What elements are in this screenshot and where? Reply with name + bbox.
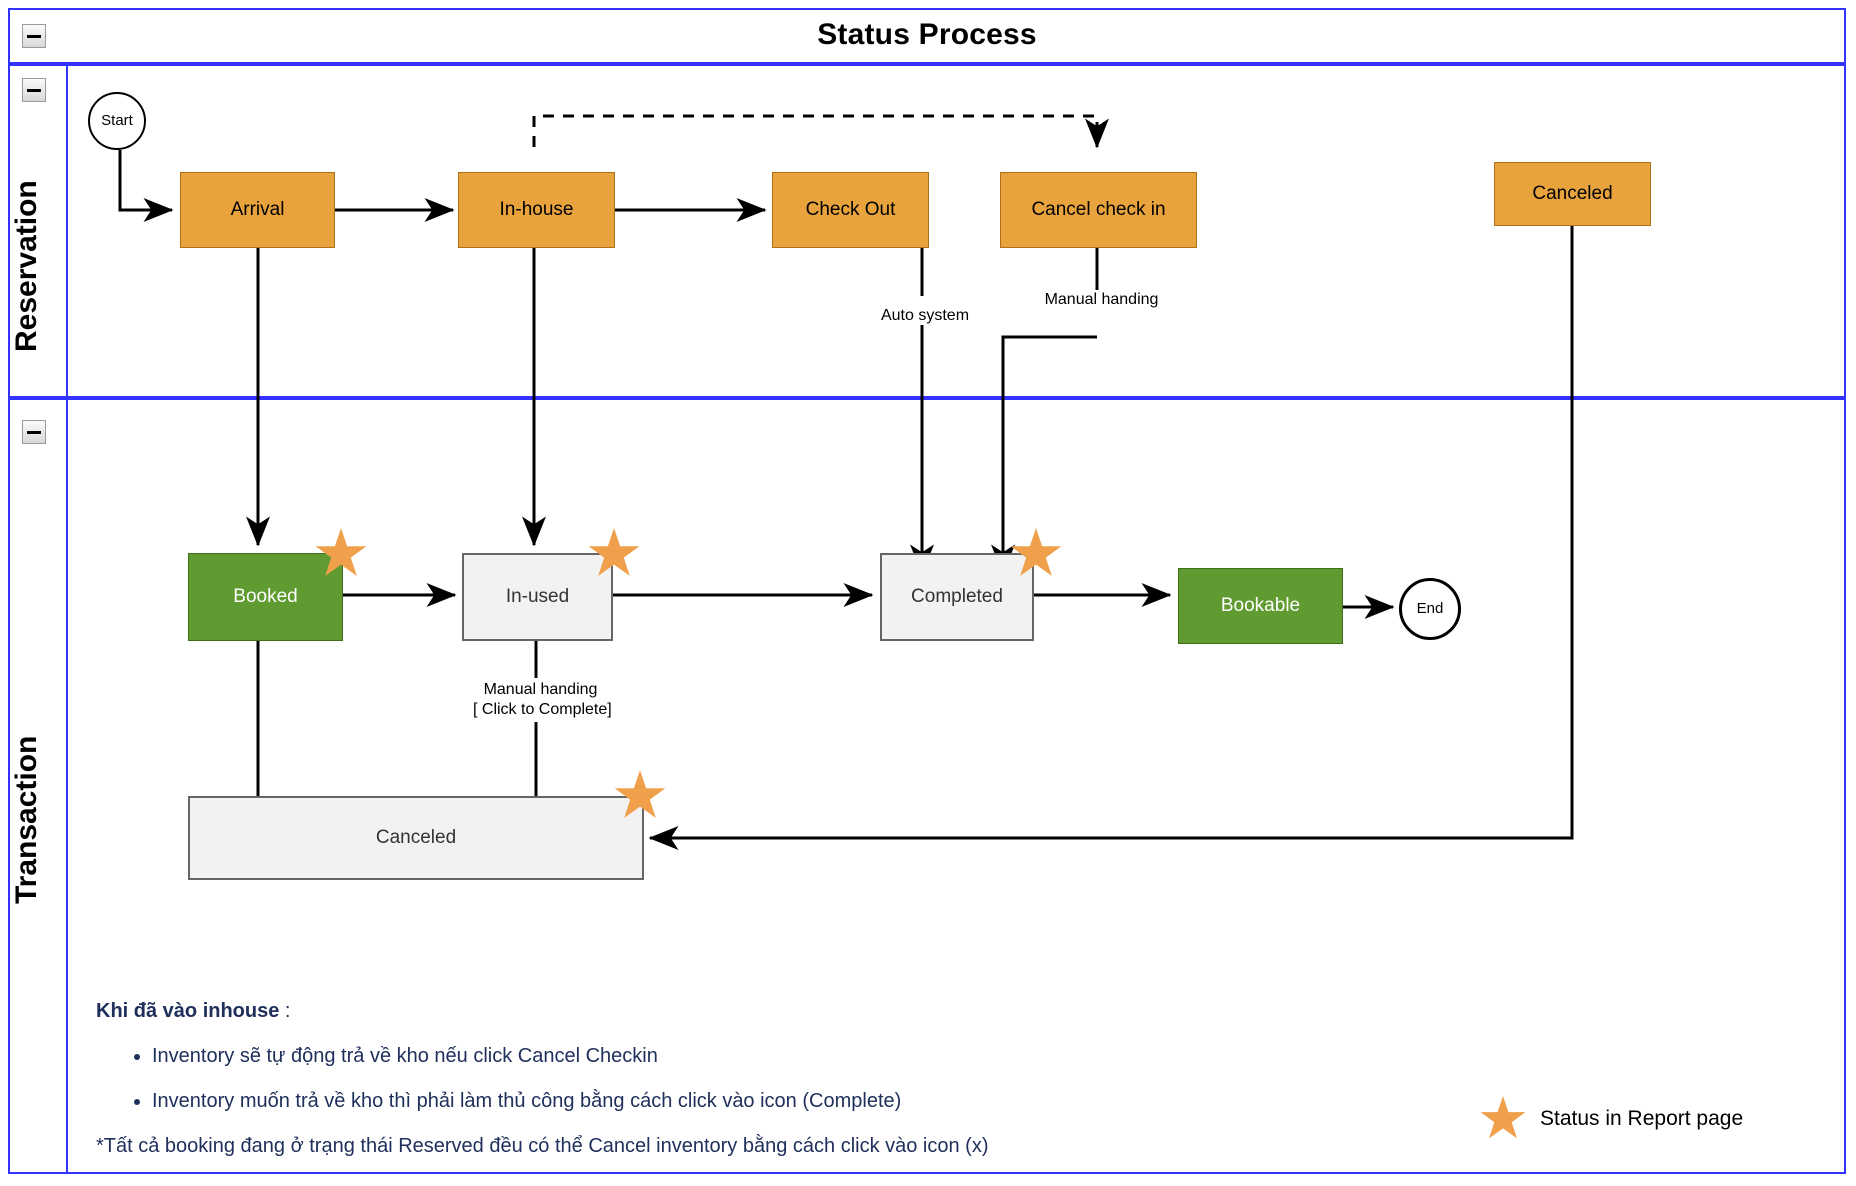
node-start[interactable]: Start [88, 92, 146, 150]
diagram-title-band: Status Process [8, 8, 1846, 64]
node-cancel-check-in-label: Cancel check in [1031, 199, 1166, 221]
node-end-label: End [1416, 600, 1444, 618]
node-arrival[interactable]: Arrival [180, 172, 335, 248]
lane-transaction-label: Transaction [10, 735, 43, 905]
node-transaction-canceled[interactable]: Canceled [188, 796, 644, 880]
node-in-used-label: In-used [505, 586, 570, 608]
lane-transaction-header [10, 400, 68, 1172]
collapse-root-icon[interactable] [22, 24, 46, 48]
collapse-reservation-icon[interactable] [22, 78, 46, 102]
notes-block: Khi đã vào inhouse : Inventory sẽ tự độn… [96, 996, 1156, 1162]
notes-bullet-list: Inventory sẽ tự động trả về kho nếu clic… [96, 1041, 1156, 1117]
collapse-transaction-icon[interactable] [22, 420, 46, 444]
edge-label-auto-system: Auto system [872, 307, 978, 325]
edge-label-manual-handing: Manual handing [1036, 291, 1167, 309]
node-check-out[interactable]: Check Out [772, 172, 929, 248]
list-item: Inventory muốn trả về kho thì phải làm t… [152, 1086, 1156, 1117]
edge-label-auto-system-text: Auto system [880, 307, 970, 324]
node-end[interactable]: End [1399, 578, 1461, 640]
notes-heading-text: Khi đã vào inhouse [96, 1000, 280, 1022]
node-bookable-label: Bookable [1220, 595, 1301, 617]
node-reservation-canceled[interactable]: Canceled [1494, 162, 1651, 226]
node-arrival-label: Arrival [230, 199, 285, 221]
node-booked[interactable]: Booked [188, 553, 343, 641]
lane-reservation-label: Reservation [10, 180, 43, 352]
notes-bullet-1: Inventory muốn trả về kho thì phải làm t… [152, 1090, 902, 1112]
lane-reservation-header [10, 66, 68, 396]
list-item: Inventory sẽ tự động trả về kho nếu clic… [152, 1041, 1156, 1072]
node-booked-label: Booked [233, 586, 298, 608]
legend: Status in Report page [1480, 1096, 1743, 1142]
notes-footnote: *Tất cả booking đang ở trạng thái Reserv… [96, 1135, 989, 1157]
node-in-used[interactable]: In-used [462, 553, 613, 641]
page-title: Status Process [817, 18, 1037, 51]
node-check-out-label: Check Out [805, 199, 896, 221]
notes-heading: Khi đã vào inhouse : [96, 996, 1156, 1027]
node-in-house[interactable]: In-house [458, 172, 615, 248]
node-transaction-canceled-label: Canceled [375, 827, 457, 849]
node-completed-label: Completed [911, 586, 1003, 608]
notes-bullet-0: Inventory sẽ tự động trả về kho nếu clic… [152, 1045, 658, 1067]
node-in-house-label: In-house [499, 199, 574, 221]
node-completed[interactable]: Completed [880, 553, 1034, 641]
node-bookable[interactable]: Bookable [1178, 568, 1343, 644]
edge-label-manual-handing-text: Manual handing [1044, 291, 1159, 308]
notes-heading-colon: : [279, 1000, 291, 1022]
node-reservation-canceled-label: Canceled [1532, 183, 1613, 205]
node-start-label: Start [101, 112, 133, 130]
node-cancel-check-in[interactable]: Cancel check in [1000, 172, 1197, 248]
edge-label-manual-handing-complete-line1: Manual handing [483, 681, 598, 698]
edge-label-manual-handing-complete-line2: [ Click to Complete] [473, 701, 612, 718]
legend-label: Status in Report page [1540, 1107, 1744, 1130]
edge-label-manual-handing-complete: Manual handing [ Click to Complete] [470, 680, 612, 720]
star-icon-legend [1480, 1096, 1526, 1139]
